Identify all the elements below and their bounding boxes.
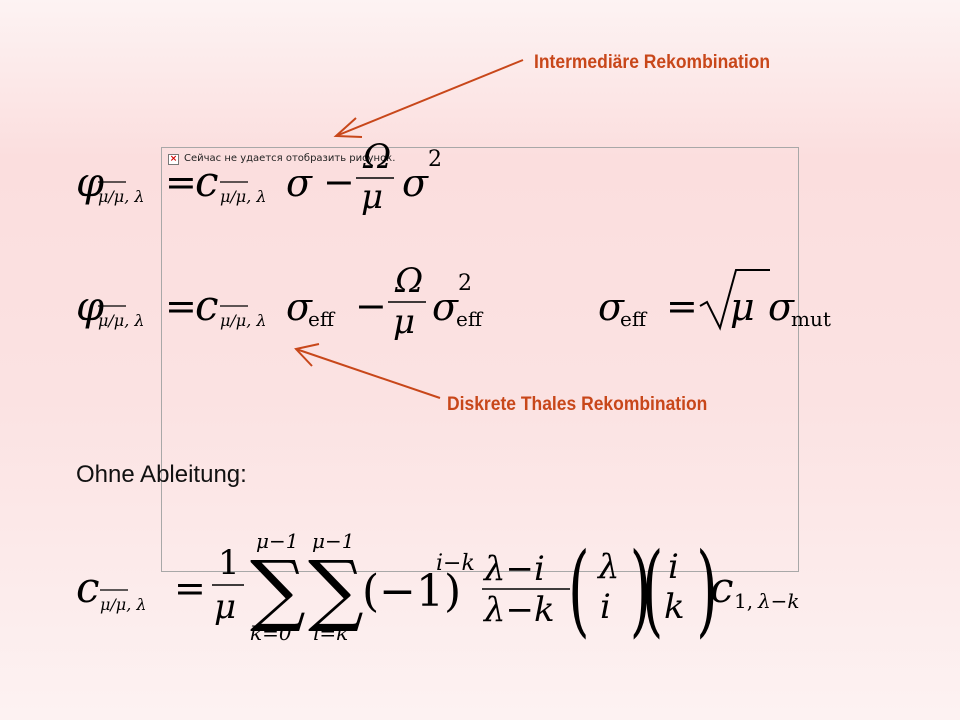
svg-text:λ−i: λ−i (482, 549, 545, 589)
svg-text:c: c (195, 157, 219, 206)
svg-text:k=0: k=0 (250, 621, 292, 645)
svg-text:μ/μ, λ: μ/μ, λ (100, 595, 147, 614)
svg-text:λ−k: λ−k (482, 590, 555, 630)
svg-text:λ: λ (596, 547, 620, 587)
svg-text:λ−k: λ−k (757, 589, 800, 613)
svg-text:−: − (323, 160, 355, 204)
svg-text:σ: σ (768, 285, 795, 329)
svg-text:mut: mut (791, 307, 831, 331)
svg-text:μ/μ, λ: μ/μ, λ (98, 187, 145, 206)
svg-text:σ: σ (598, 285, 625, 329)
svg-text:=: = (666, 284, 698, 328)
svg-text:μ: μ (214, 587, 236, 627)
svg-text:μ/μ, λ: μ/μ, λ (220, 311, 267, 330)
svg-text:μ−1: μ−1 (256, 529, 298, 553)
svg-text:∑: ∑ (250, 545, 306, 635)
svg-text:): ) (630, 532, 651, 648)
svg-text:i: i (668, 547, 679, 587)
svg-text:c: c (195, 281, 219, 330)
image-placeholder: × Сейчас не удается отобразить рисунок. (161, 147, 799, 572)
svg-text:σ: σ (286, 285, 313, 329)
svg-text:c: c (710, 563, 734, 612)
formula-discrete: φ μ/μ, λ = c μ/μ, λ σ eff − Ω μ σ 2 eff (76, 261, 484, 342)
svg-text:eff: eff (620, 307, 648, 331)
image-placeholder-text: Сейчас не удается отобразить рисунок. (184, 153, 396, 164)
svg-text:i−k: i−k (436, 551, 475, 576)
svg-text:=: = (165, 160, 197, 204)
svg-text:∑: ∑ (308, 545, 364, 635)
arrow-intermediate (333, 59, 524, 138)
svg-text:): ) (696, 532, 717, 648)
broken-image-icon: × (168, 154, 179, 165)
svg-text:2: 2 (458, 271, 472, 296)
svg-text:Ω: Ω (362, 137, 391, 177)
svg-text:σ: σ (402, 161, 429, 205)
svg-text:=: = (174, 566, 206, 610)
formula-intermediate: φ μ/μ, λ = c μ/μ, λ σ − Ω μ σ 2 (76, 137, 442, 217)
svg-text:μ/μ, λ: μ/μ, λ (220, 187, 267, 206)
svg-text:φ: φ (76, 284, 104, 330)
svg-text:μ: μ (361, 177, 383, 217)
svg-text:Ω: Ω (394, 261, 423, 301)
svg-text:−: − (355, 284, 387, 328)
svg-text:1,: 1, (734, 589, 753, 613)
svg-text:μ: μ (730, 285, 755, 329)
svg-text:(−1): (−1) (362, 566, 461, 617)
formula-sum: c μ/μ, λ = 1 μ μ−1 ∑ k=0 μ−1 ∑ i=k (−1) … (76, 529, 800, 649)
label-discrete-thales-recombination: Diskrete Thales Rekombination (447, 394, 708, 415)
svg-text:σ: σ (432, 285, 459, 329)
svg-text:c: c (76, 563, 100, 612)
svg-text:1: 1 (218, 543, 240, 583)
svg-text:μ−1: μ−1 (312, 529, 354, 553)
svg-text:σ: σ (286, 161, 313, 205)
svg-text:(: ( (568, 532, 589, 648)
svg-text:eff: eff (456, 307, 484, 331)
svg-text:=: = (165, 284, 197, 328)
svg-text:i: i (600, 587, 611, 627)
svg-text:k: k (664, 587, 685, 627)
arrow-discrete (294, 343, 441, 399)
formula-sigma-eff: σ eff = μ σ mut (598, 269, 831, 331)
svg-text:φ: φ (76, 160, 104, 206)
svg-text:eff: eff (308, 307, 336, 331)
svg-text:μ: μ (393, 302, 415, 342)
svg-text:μ/μ, λ: μ/μ, λ (98, 311, 145, 330)
ohne-ableitung-text: Ohne Ableitung: (76, 461, 247, 488)
svg-text:2: 2 (428, 147, 442, 172)
svg-text:(: ( (642, 532, 663, 648)
label-intermediate-recombination: Intermediäre Rekombination (534, 52, 771, 73)
svg-text:i=k: i=k (313, 621, 348, 645)
